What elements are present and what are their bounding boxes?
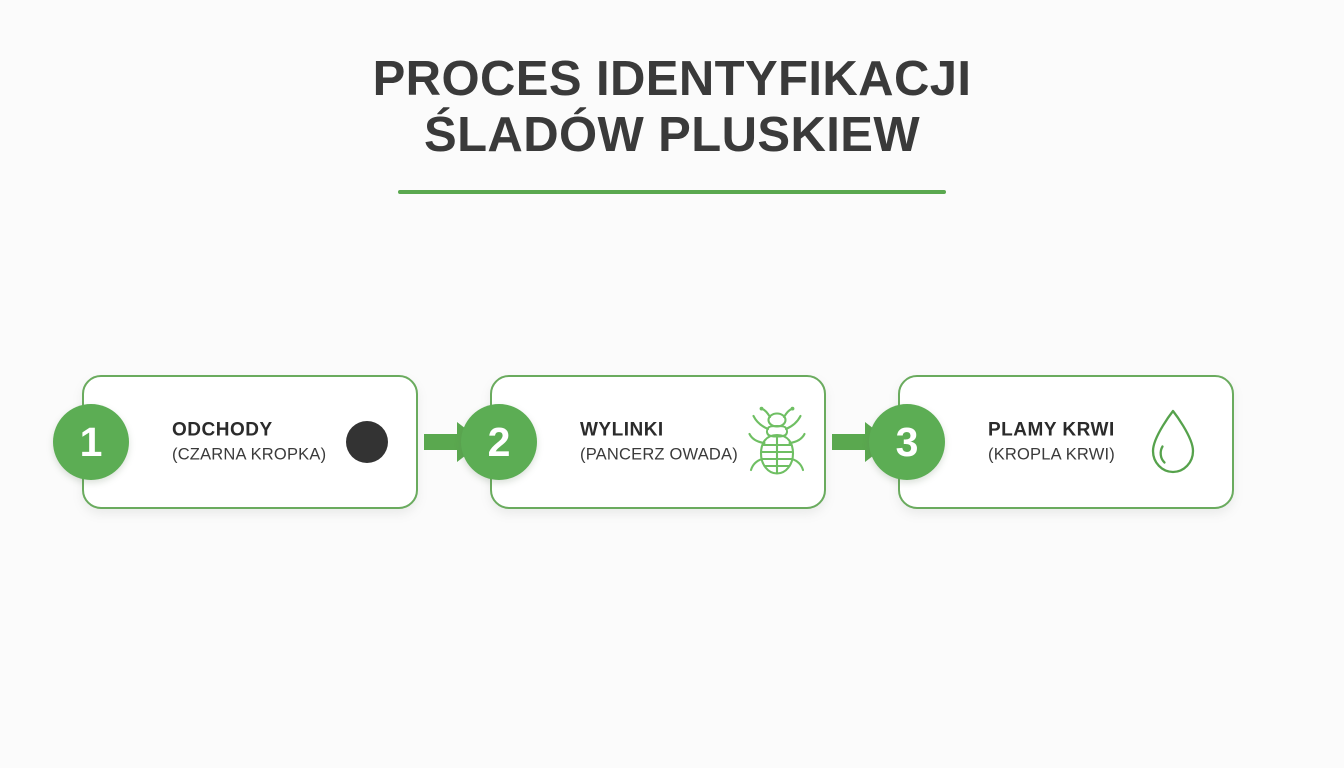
- step-title-3: PLAMY KRWI: [988, 419, 1115, 441]
- step-number-badge-2: 2: [461, 404, 537, 480]
- bed-bug-icon: [748, 406, 806, 475]
- black-dot-icon: [346, 421, 388, 463]
- page-title-line-1: PROCES IDENTYFIKACJI: [372, 52, 972, 106]
- step-number-badge-3: 3: [869, 404, 945, 480]
- step-text-block-2: WYLINKI (PANCERZ OWADA): [580, 418, 738, 465]
- step-card-2[interactable]: 2 WYLINKI (PANCERZ OWADA): [461, 375, 826, 509]
- blood-drop-icon: [1151, 409, 1195, 474]
- header: PROCES IDENTYFIKACJI ŚLADÓW PLUSKIEW: [0, 52, 1344, 194]
- step-card-3[interactable]: 3 PLAMY KRWI (KROPLA KRWI): [869, 375, 1234, 509]
- step-icon-slot-3: [1140, 404, 1206, 480]
- title-underline-rule: [398, 189, 946, 194]
- step-number-badge-1: 1: [53, 404, 129, 480]
- step-subtitle-2: (PANCERZ OWADA): [580, 445, 738, 464]
- process-steps-row: 1 ODCHODY (CZARNA KROPKA) 2 WYLINKI (PAN…: [53, 374, 1266, 510]
- step-card-1[interactable]: 1 ODCHODY (CZARNA KROPKA): [53, 375, 418, 509]
- page-title-line-2: ŚLADÓW PLUSKIEW: [424, 107, 920, 162]
- step-text-block-3: PLAMY KRWI (KROPLA KRWI): [988, 418, 1115, 465]
- step-subtitle-3: (KROPLA KRWI): [988, 445, 1115, 464]
- step-subtitle-1: (CZARNA KROPKA): [172, 445, 327, 464]
- step-icon-slot-1: [342, 417, 392, 467]
- step-icon-slot-2: [744, 404, 810, 480]
- step-title-1: ODCHODY: [172, 419, 273, 441]
- step-title-2: WYLINKI: [580, 419, 664, 441]
- step-text-block-1: ODCHODY (CZARNA KROPKA): [172, 418, 326, 465]
